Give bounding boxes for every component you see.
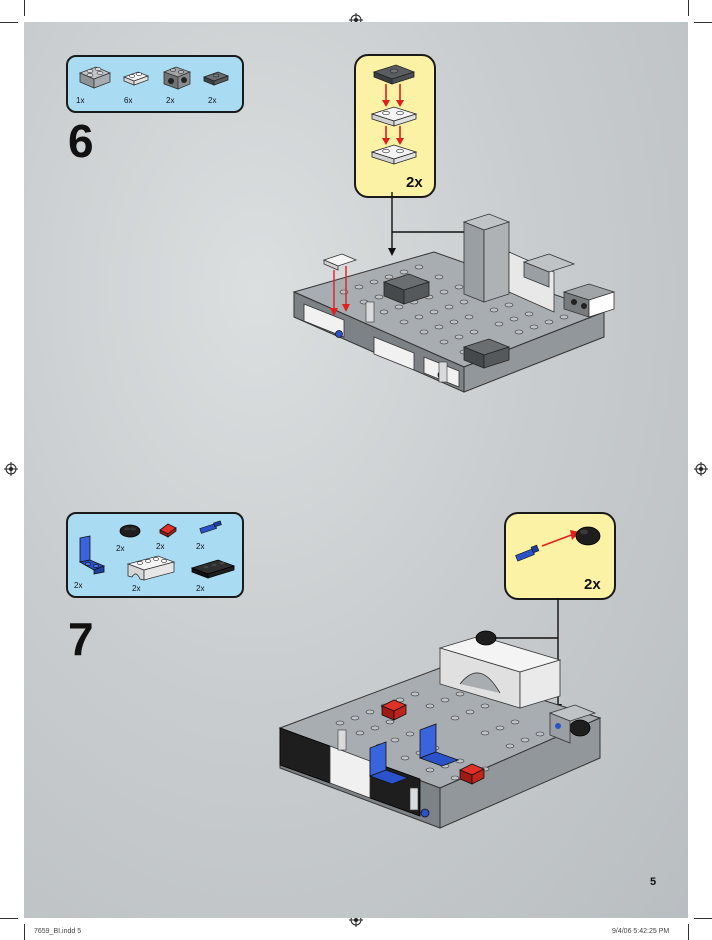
page-number: 5 xyxy=(650,876,657,888)
footer-timestamp: 9/4/06 5:42:25 PM xyxy=(612,928,670,935)
crop-mark xyxy=(24,0,25,16)
step7-model-illustration xyxy=(278,598,602,829)
part-qty: 2x xyxy=(196,542,205,551)
seat-blue-icon xyxy=(78,535,106,575)
crop-mark xyxy=(688,0,689,16)
technic-brick-gray-icon xyxy=(162,66,192,90)
plate-black-icon xyxy=(190,559,236,579)
step7-subassembly-callout: 2x xyxy=(504,512,616,600)
instruction-page: 1x 6x 2x 2x 6 xyxy=(24,22,688,918)
plate-1x2-white-icon xyxy=(122,71,150,86)
part-qty: 2x xyxy=(116,544,125,553)
callout-quantity: 2x xyxy=(406,174,423,191)
crop-mark xyxy=(0,22,18,23)
step6-subassembly-callout: 2x xyxy=(354,54,436,198)
pin-into-round-brick-icon xyxy=(515,526,601,562)
crop-mark xyxy=(0,918,18,919)
part-qty: 2x xyxy=(208,96,217,105)
stacked-plates-icon xyxy=(370,64,418,165)
crop-mark xyxy=(24,924,25,940)
crop-mark xyxy=(694,918,712,919)
step7-parts-list: 2x 2x 2x 2x 2x xyxy=(66,512,244,598)
registration-mark-icon xyxy=(694,462,708,476)
step6-model-illustration xyxy=(292,192,616,393)
step-number: 7 xyxy=(68,613,94,665)
arch-white-icon xyxy=(126,555,176,581)
slope-red-icon xyxy=(159,523,177,538)
round-2x2-black-icon xyxy=(119,524,141,538)
crop-mark xyxy=(688,924,689,940)
part-qty: 2x xyxy=(132,584,141,593)
registration-mark-icon xyxy=(4,462,18,476)
footer-file-label: 7659_BI.indd 5 xyxy=(34,928,82,935)
brick-2x2-gray-icon xyxy=(78,66,112,89)
crop-mark xyxy=(694,22,712,23)
part-qty: 2x xyxy=(156,542,165,551)
part-qty: 6x xyxy=(124,96,133,105)
part-qty: 2x xyxy=(166,96,175,105)
step-number: 6 xyxy=(68,115,94,167)
part-qty: 2x xyxy=(74,581,83,590)
callout-quantity: 2x xyxy=(584,576,601,593)
step6-parts-list: 1x 6x 2x 2x xyxy=(66,55,244,113)
plate-1x2-dark-gray-icon xyxy=(202,71,230,86)
pin-blue-icon xyxy=(199,520,222,534)
part-qty: 2x xyxy=(196,584,205,593)
part-qty: 1x xyxy=(76,96,85,105)
